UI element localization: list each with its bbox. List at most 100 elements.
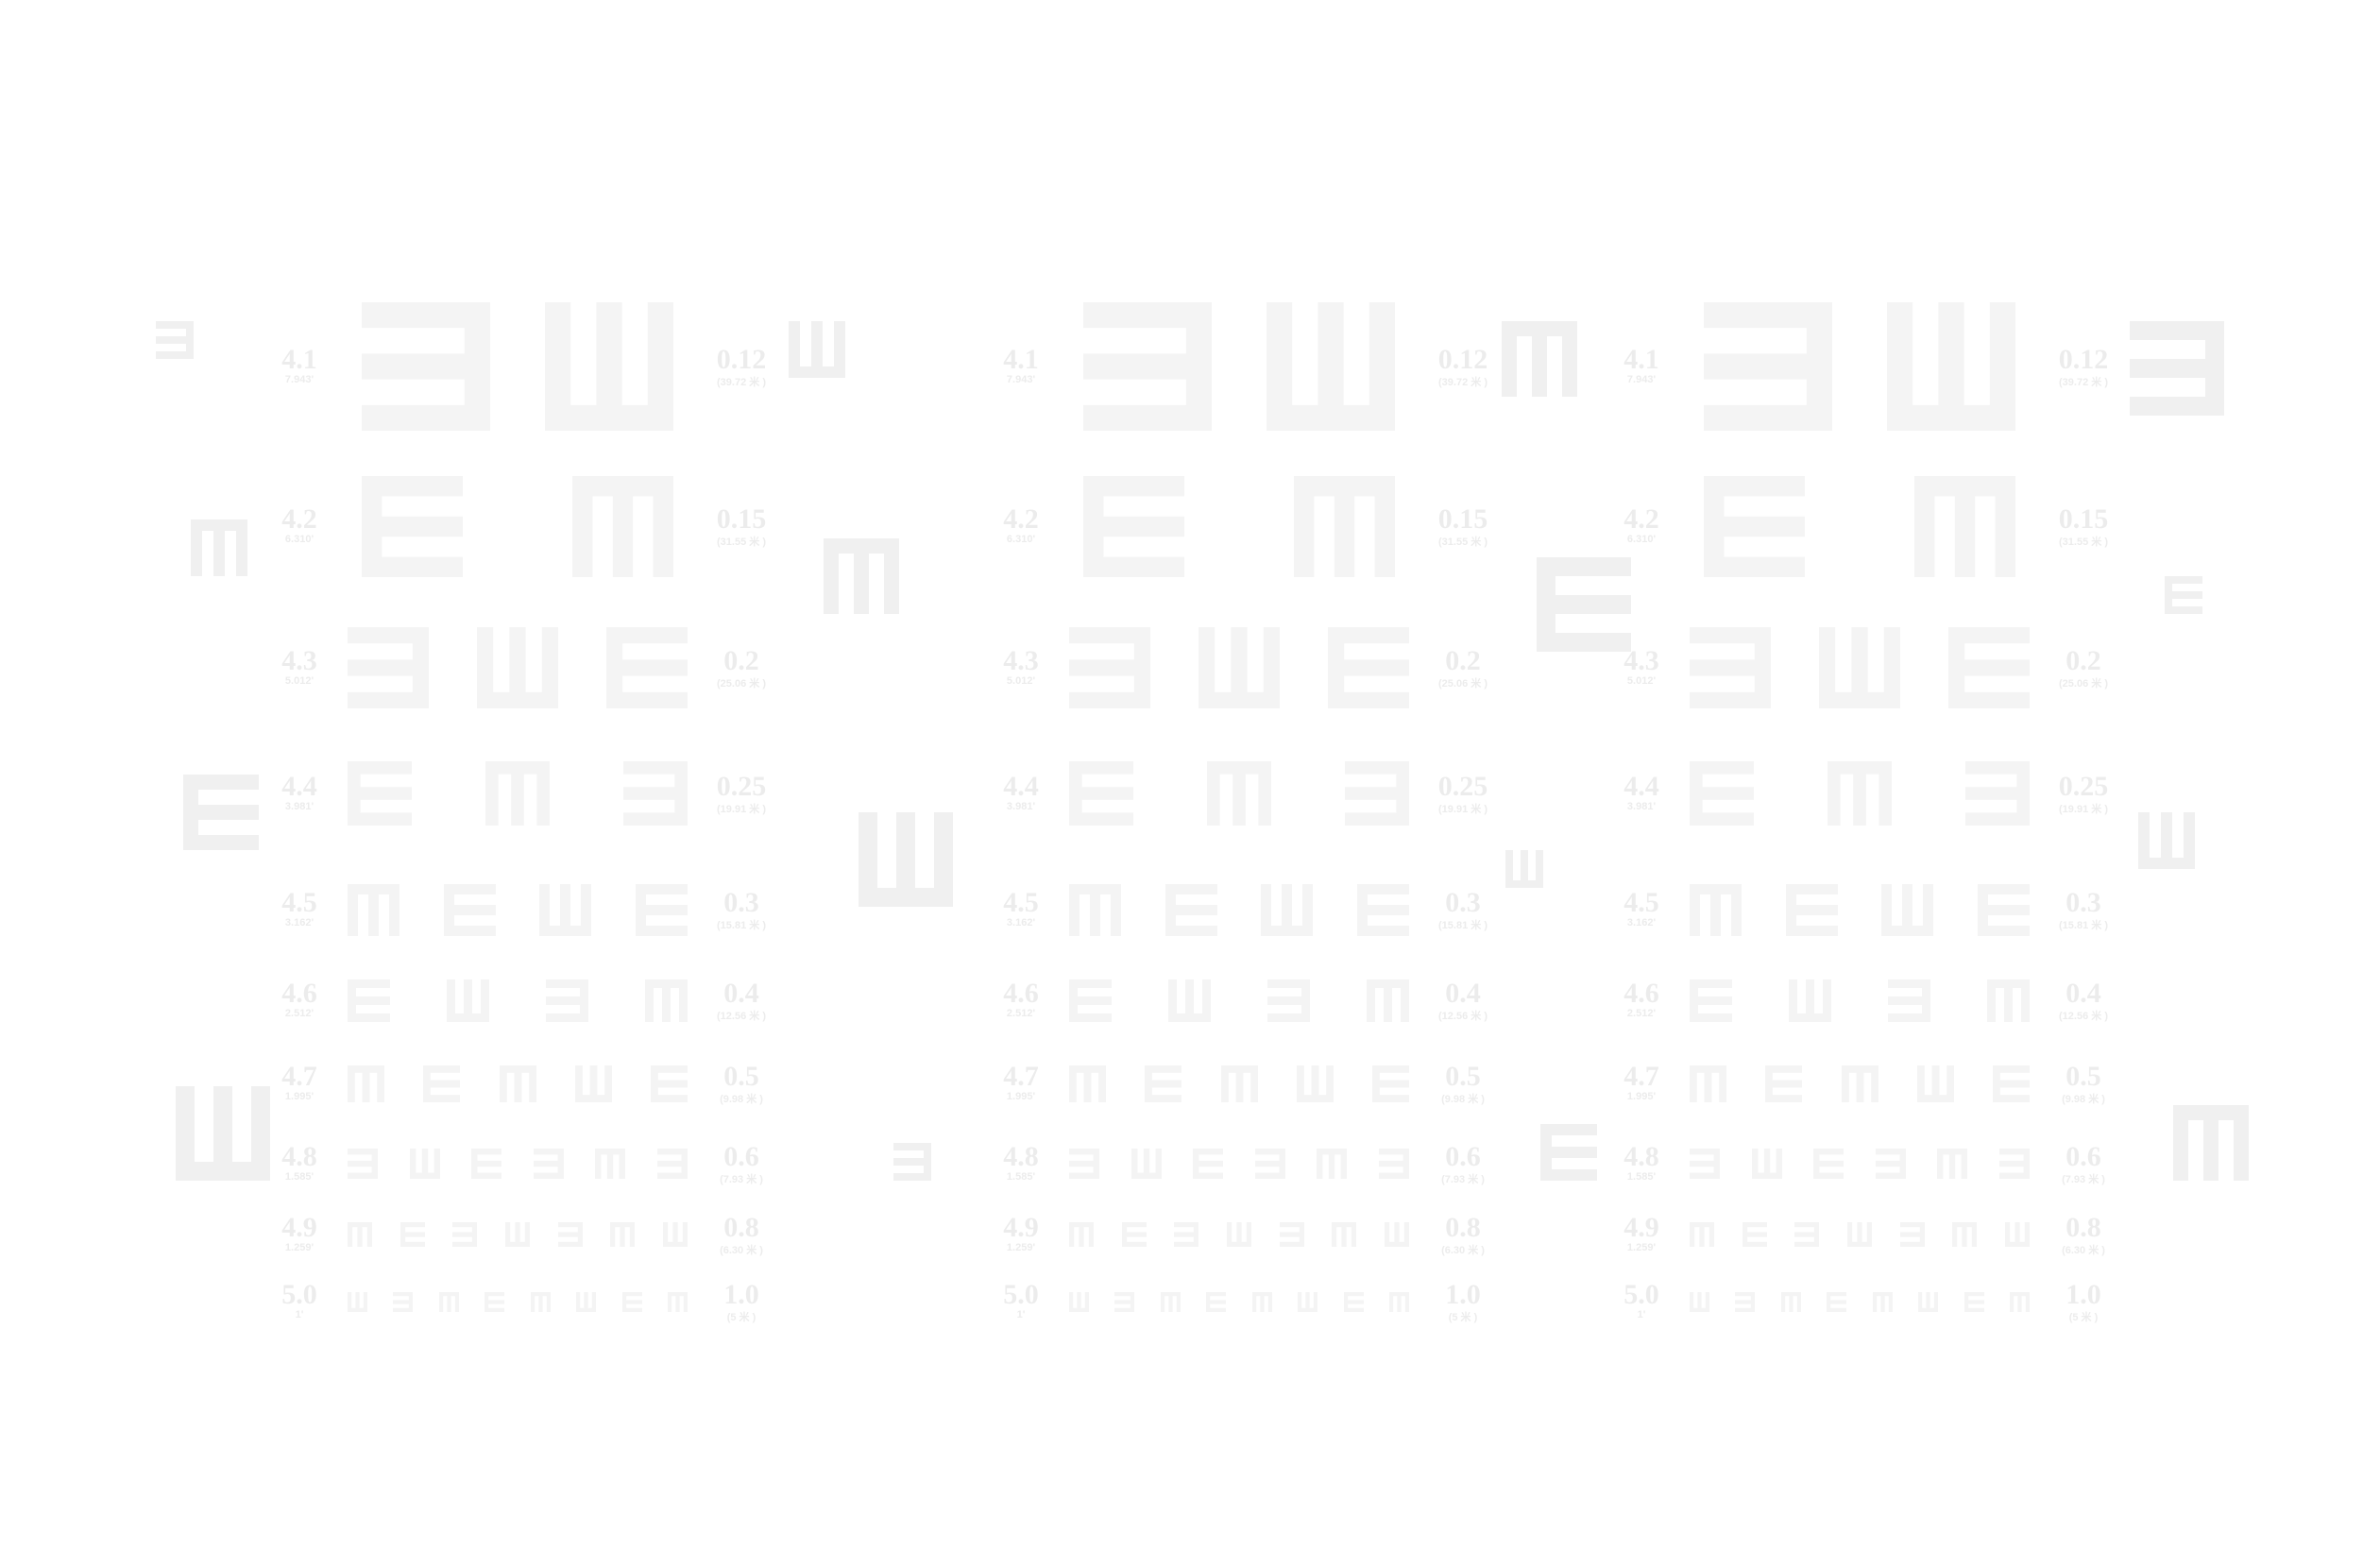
test-distance: (9.98 米 )	[2062, 1094, 2105, 1105]
visual-angle: 1.259'	[1626, 1242, 1657, 1253]
decimal-value: 0.15	[1437, 503, 1488, 535]
decimal-value: 0.2	[1445, 645, 1481, 676]
letter-row	[1069, 1065, 1409, 1102]
tumbling-e-right-icon	[635, 883, 688, 936]
visual-angle: 5.012'	[1006, 675, 1036, 687]
logmar-value: 4.5	[1003, 887, 1039, 918]
tumbling-e-right-icon	[362, 475, 463, 577]
tumbling-e-right-icon	[1069, 761, 1133, 826]
tumbling-e-left-icon	[1998, 1149, 2030, 1179]
visual-angle: 5.012'	[284, 675, 314, 687]
decimal-value: 0.8	[1445, 1212, 1481, 1243]
decimal-value: 0.12	[1437, 344, 1488, 375]
tumbling-e-down-icon	[1914, 475, 2015, 577]
decimal-acuity-label: 0.15(31.55 米 )	[2041, 505, 2126, 549]
tumbling-e-left-icon	[348, 1149, 378, 1179]
logmar-value: 4.4	[1003, 771, 1039, 802]
decimal-acuity-label: 0.15 (31.55 米 )	[1420, 505, 1505, 549]
tumbling-e-right-icon	[1948, 627, 2030, 708]
tumbling-e-left-icon	[1899, 1222, 1925, 1247]
letter-row	[348, 883, 688, 936]
test-distance: (6.30 米 )	[720, 1245, 763, 1256]
tumbling-e-up-icon	[1505, 850, 1543, 888]
tumbling-e-left-icon	[546, 979, 588, 1022]
tumbling-e-down-icon	[824, 538, 899, 614]
decimal-acuity-label: 0.4(12.56 米 )	[1420, 979, 1505, 1023]
letter-row	[1083, 302, 1395, 431]
tumbling-e-left-icon	[533, 1149, 564, 1179]
tumbling-e-up-icon	[662, 1222, 688, 1247]
tumbling-e-up-icon	[1846, 1222, 1872, 1247]
test-distance: (31.55 米 )	[2059, 537, 2108, 548]
tumbling-e-right-icon	[2165, 576, 2202, 614]
test-distance: (6.30 米 )	[2062, 1245, 2105, 1256]
visual-angle: 3.162'	[284, 917, 314, 928]
decimal-acuity-label: 0.3(15.81 米 )	[699, 889, 784, 932]
tumbling-e-down-icon	[1502, 321, 1577, 397]
decimal-value: 0.12	[2058, 344, 2109, 375]
logmar-value: 4.9	[281, 1212, 317, 1243]
logmar-value: 4.9	[1003, 1212, 1039, 1243]
tumbling-e-down-icon	[1069, 883, 1121, 936]
tumbling-e-right-icon	[621, 1291, 642, 1312]
tumbling-e-down-icon	[348, 1222, 372, 1247]
decimal-acuity-label: 0.6(7.93 米 )	[1420, 1143, 1505, 1186]
decimal-value: 0.5	[2066, 1061, 2101, 1092]
test-distance: (39.72 米 )	[1438, 377, 1488, 388]
tumbling-e-right-icon	[1813, 1149, 1844, 1179]
tumbling-e-right-icon	[400, 1222, 425, 1247]
tumbling-e-up-icon	[1384, 1222, 1409, 1247]
fragment-letter	[1537, 557, 1631, 652]
letter-row	[1690, 1222, 2030, 1247]
logmar-value: 4.5	[1624, 887, 1659, 918]
visual-angle: 1.585'	[1626, 1171, 1657, 1183]
tumbling-e-up-icon	[1789, 979, 1831, 1022]
tumbling-e-left-icon	[1069, 627, 1150, 708]
tumbling-e-right-icon	[1785, 883, 1838, 936]
decimal-value: 0.25	[2058, 771, 2109, 802]
logmar-value: 4.2	[1624, 503, 1659, 535]
letter-row	[348, 1065, 688, 1102]
letter-row	[1069, 627, 1409, 708]
tumbling-e-right-icon	[1742, 1222, 1767, 1247]
tumbling-e-down-icon	[438, 1291, 459, 1312]
fragment-letter	[176, 1086, 270, 1181]
tumbling-e-left-icon	[156, 321, 194, 359]
test-distance: (7.93 米 )	[720, 1174, 763, 1185]
tumbling-e-down-icon	[1872, 1291, 1893, 1312]
tumbling-e-left-icon	[1267, 979, 1310, 1022]
decimal-acuity-label: 1.0(5 米 )	[699, 1281, 784, 1324]
test-distance: (7.93 米 )	[1441, 1174, 1485, 1185]
tumbling-e-right-icon	[471, 1149, 502, 1179]
test-distance: (12.56 米 )	[2059, 1011, 2108, 1022]
tumbling-e-up-icon	[504, 1222, 530, 1247]
tumbling-e-down-icon	[1841, 1065, 1878, 1102]
tumbling-e-right-icon	[1083, 475, 1184, 577]
decimal-value: 0.15	[716, 503, 767, 535]
tumbling-e-right-icon	[183, 775, 259, 850]
tumbling-e-left-icon	[1174, 1222, 1199, 1247]
visual-angle: 3.981'	[1626, 801, 1657, 812]
tumbling-e-right-icon	[1372, 1065, 1409, 1102]
test-distance: (31.55 米 )	[1438, 537, 1488, 548]
tumbling-e-down-icon	[2009, 1291, 2030, 1312]
test-distance: (6.30 米 )	[1441, 1245, 1485, 1256]
letter-row	[348, 627, 688, 708]
letter-row	[362, 475, 673, 577]
logmar-value: 4.7	[1624, 1061, 1659, 1092]
tumbling-e-left-icon	[1083, 302, 1212, 431]
decimal-value: 0.2	[723, 645, 759, 676]
visual-angle: 7.943'	[1006, 374, 1036, 385]
decimal-acuity-label: 0.4(12.56 米 )	[2041, 979, 2126, 1023]
letter-row	[1690, 1291, 2030, 1312]
decimal-acuity-label: 1.0(5 米 )	[1420, 1281, 1505, 1324]
